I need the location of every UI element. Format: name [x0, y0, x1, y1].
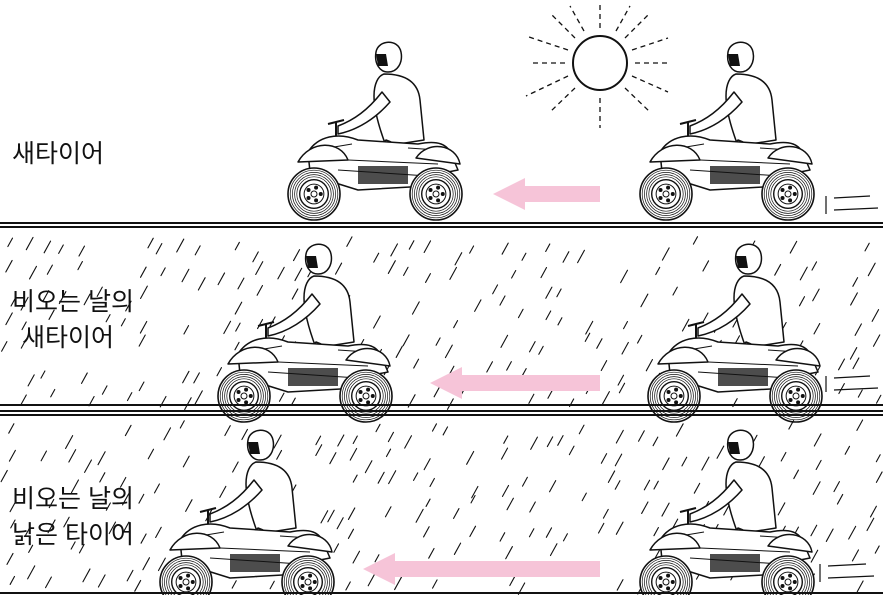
panel-worn-tire-wet: 비오는 날의 낡은 타이어	[0, 416, 883, 595]
label-line: 비오는 날의	[12, 288, 134, 316]
label-line: 비오는 날의	[12, 485, 134, 513]
panel-new-tire-wet: 비오는 날의 새타이어	[0, 232, 883, 423]
arrow-icon	[493, 178, 600, 210]
panel-art	[1, 236, 882, 423]
label-line: 새타이어	[12, 140, 105, 168]
motion-lines-icon	[825, 195, 879, 214]
separator-line	[0, 410, 883, 412]
panel-art	[287, 5, 879, 221]
wheel-icon	[217, 369, 271, 423]
atv-rider-stop	[287, 41, 463, 221]
ground-line	[0, 592, 883, 594]
panel-label: 새타이어	[12, 136, 104, 172]
wheel-icon	[159, 555, 213, 595]
label-line: 낡은 타이어	[12, 521, 134, 549]
motion-lines-icon	[819, 563, 875, 582]
wheel-icon	[339, 369, 393, 423]
wheel-icon	[761, 167, 815, 221]
arrow-icon	[430, 367, 600, 399]
wheel-icon	[409, 167, 463, 221]
ground-line	[0, 222, 883, 224]
wheel-icon	[761, 555, 815, 595]
atv-rider-start	[639, 429, 815, 595]
wheel-icon	[647, 369, 701, 423]
wheel-icon	[281, 555, 335, 595]
label-line: 새타이어	[22, 324, 115, 352]
ground-line	[0, 404, 883, 406]
sun-icon	[525, 5, 669, 128]
atv-rider-stop	[217, 243, 393, 423]
atv-rider-start	[639, 41, 815, 221]
wheel-icon	[639, 167, 693, 221]
wheel-icon	[639, 555, 693, 595]
panel-new-tire-dry: 새타이어	[0, 0, 883, 226]
arrow-icon	[363, 553, 600, 585]
wheel-icon	[287, 167, 341, 221]
atv-rider-start	[647, 243, 823, 423]
separator-line	[0, 226, 883, 228]
atv-rider-stop	[159, 429, 335, 595]
panel-label: 비오는 날의 새타이어	[12, 284, 134, 356]
panel-art	[0, 419, 883, 595]
motion-lines-icon	[825, 375, 879, 392]
separator-line	[0, 414, 883, 416]
panel-label: 비오는 날의 낡은 타이어	[12, 481, 134, 553]
